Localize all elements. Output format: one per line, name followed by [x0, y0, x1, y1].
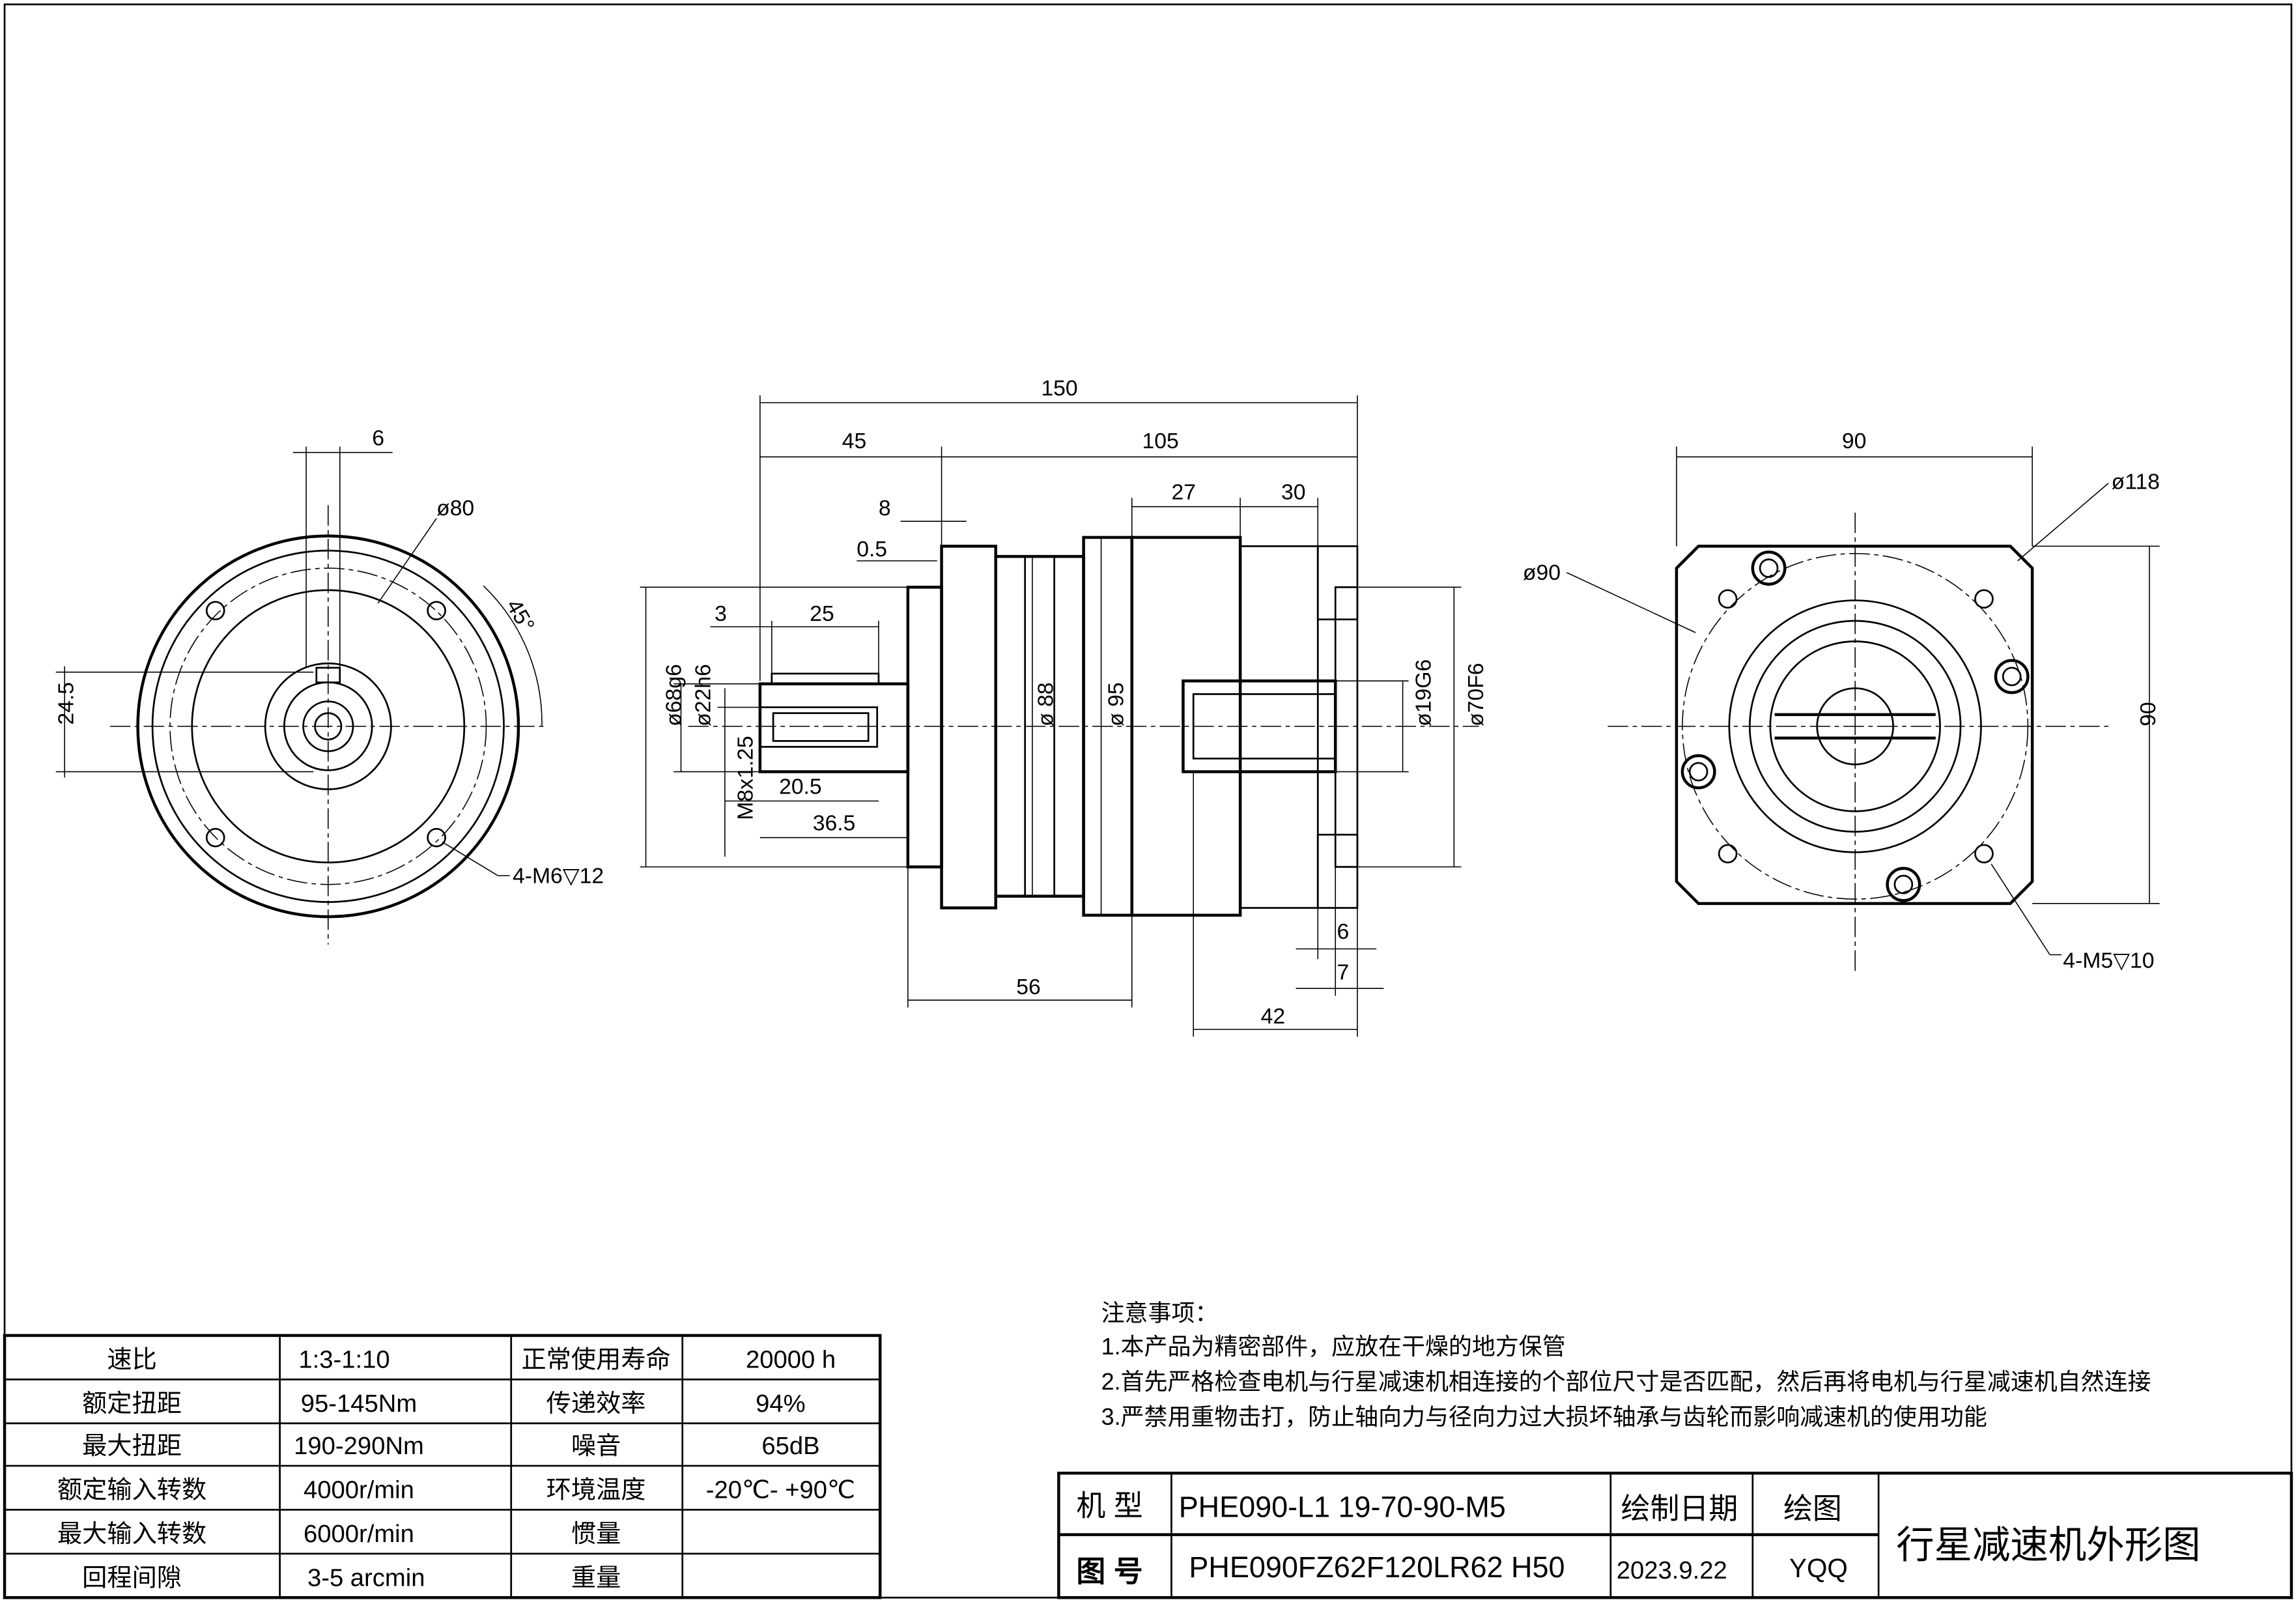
spec-label: 额定扭距 [82, 1390, 182, 1418]
dim-flange-width: 90 [1842, 429, 1867, 453]
dim-8: 8 [879, 496, 891, 521]
spec-value: -20℃- +90℃ [706, 1476, 855, 1504]
notes-title: 注意事项： [1101, 1299, 1219, 1326]
drawing-no-value: PHE090FZ62F120LR62 H50 [1189, 1551, 1565, 1584]
spec-label: 正常使用寿命 [521, 1345, 670, 1373]
dim-flange-height: 90 [2136, 702, 2161, 726]
spec-label: 速比 [107, 1345, 156, 1373]
bolt-hole [205, 601, 446, 848]
spec-rows: 速比 1:3-1:10 正常使用寿命 20000 h 额定扭距 95-145Nm… [57, 1345, 855, 1592]
dim-mount-holes: 4-M6▽12 [513, 863, 604, 888]
spec-label: 环境温度 [546, 1476, 646, 1504]
spec-label: 重量 [571, 1564, 621, 1592]
dim-output-spigot: ø70F6 [1464, 663, 1488, 726]
spec-value: 190-290Nm [294, 1432, 424, 1460]
side-section-view: 150 45 105 27 30 8 0.5 3 25 ø68g6 ø22h6 … [640, 376, 1488, 1037]
dim-27: 27 [1171, 479, 1196, 504]
model-value: PHE090-L1 19-70-90-M5 [1179, 1491, 1506, 1524]
dim-key-width: 6 [372, 425, 384, 450]
spec-value: 65dB [761, 1432, 819, 1460]
input-end-view: 6 ø80 45° 24.5 4-M6▽12 [54, 425, 604, 945]
dim-3: 3 [715, 601, 727, 626]
dim-total-length: 150 [1041, 376, 1077, 401]
dim-output-holes: 4-M5▽10 [2063, 949, 2154, 973]
dim-25: 25 [810, 601, 834, 626]
dim-30: 30 [1281, 479, 1306, 504]
spec-label: 最大扭距 [82, 1432, 182, 1460]
spec-label: 噪音 [571, 1432, 621, 1460]
dim-thread: M8x1.25 [733, 736, 758, 820]
note-line: 2.首先严格检查电机与行星减速机相连接的个部位尺寸是否匹配，然后再将电机与行星减… [1101, 1368, 2151, 1395]
spec-label: 回程间隙 [82, 1564, 182, 1592]
dim-6: 6 [1337, 919, 1349, 944]
dim-pilot-diameter: ø68g6 [661, 664, 686, 726]
drawer-label: 绘图 [1783, 1492, 1842, 1525]
spec-value: 3-5 arcmin [307, 1564, 425, 1592]
spec-label: 额定输入转数 [57, 1476, 206, 1504]
dim-angle: 45° [502, 595, 539, 636]
spec-value: 6000r/min [304, 1520, 414, 1548]
drawing-no-label: 图 号 [1076, 1555, 1142, 1588]
spec-value: 1:3-1:10 [298, 1345, 390, 1373]
dim-0-5: 0.5 [857, 537, 887, 562]
dim-7: 7 [1337, 960, 1349, 985]
dim-output-bore: ø19G6 [1411, 659, 1436, 726]
dim-diameter-118: ø118 [2111, 470, 2159, 494]
dim-36-5: 36.5 [813, 810, 856, 835]
dim-20-5: 20.5 [779, 774, 822, 799]
dim-shaft-diameter: ø22h6 [690, 664, 715, 726]
spec-label: 传递效率 [546, 1390, 646, 1418]
spec-label: 最大输入转数 [57, 1520, 206, 1548]
dim-bolt-circle: ø80 [436, 496, 474, 521]
date-value: 2023.9.22 [1617, 1556, 1727, 1584]
spec-label: 惯量 [571, 1520, 621, 1548]
date-label: 绘制日期 [1621, 1492, 1738, 1525]
output-end-view: 90 90 ø118 ø90 4-M5▽10 [1523, 429, 2161, 974]
drawer-value: YQQ [1789, 1553, 1848, 1583]
spec-value: 4000r/min [304, 1476, 414, 1504]
dim-key-height: 24.5 [54, 682, 79, 725]
drawing-title: 行星减速机外形图 [1896, 1524, 2201, 1567]
dim-56: 56 [1016, 975, 1041, 999]
threaded-hole [1680, 551, 2030, 902]
model-label: 机 型 [1076, 1489, 1142, 1522]
note-line: 1.本产品为精密部件，应放在干燥的地方保管 [1101, 1333, 1566, 1360]
mounting-hole [1718, 589, 1994, 864]
spec-value: 20000 h [746, 1345, 836, 1373]
dim-diameter-90: ø90 [1523, 560, 1561, 585]
spec-value: 94% [756, 1390, 805, 1418]
notes: 注意事项： 1.本产品为精密部件，应放在干燥的地方保管 2.首先严格检查电机与行… [1101, 1299, 2151, 1430]
note-line: 3.严禁用重物击打，防止轴向力与径向力过大损坏轴承与齿轮而影响减速机的使用功能 [1101, 1403, 1987, 1430]
dim-diameter-88: ø 88 [1033, 682, 1058, 726]
dim-diameter-95: ø 95 [1103, 682, 1128, 726]
dim-input-length: 45 [842, 429, 866, 453]
dim-body-length: 105 [1142, 429, 1179, 453]
spec-value: 95-145Nm [301, 1390, 417, 1418]
title-block: 机 型 PHE090-L1 19-70-90-M5 图 号 PHE090FZ62… [1057, 1471, 2293, 1599]
dim-42: 42 [1261, 1004, 1285, 1029]
spec-table [3, 1334, 882, 1599]
